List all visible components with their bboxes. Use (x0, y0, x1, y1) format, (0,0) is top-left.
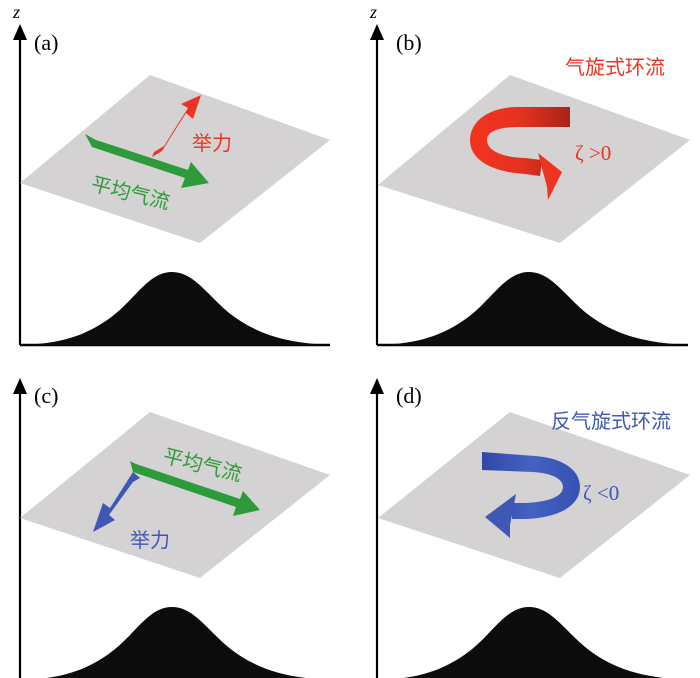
mountain (20, 272, 330, 345)
anticyclonic-title: 反气旋式环流 (551, 409, 671, 433)
mountain (403, 607, 664, 678)
lift-label: 举力 (130, 528, 170, 552)
z-axis-label: z (12, 2, 20, 22)
lift-label: 举力 (192, 131, 232, 155)
flow-plane (20, 75, 330, 243)
z-axis (13, 24, 27, 345)
mean-flow-arrow (85, 134, 209, 188)
panel-d: (d) 反气旋式环流 ζ <0 (370, 378, 690, 678)
panel-label-a: (a) (34, 30, 58, 55)
z-axis (370, 24, 384, 345)
cyclonic-title: 气旋式环流 (565, 55, 665, 79)
zeta-positive-label: ζ >0 (575, 141, 611, 165)
lift-arrow-up (152, 95, 201, 157)
panel-c: (c) 平均气流 举力 (13, 378, 330, 678)
flow-plane (378, 75, 690, 243)
panel-label-c: (c) (34, 383, 58, 408)
flow-plane (378, 412, 690, 578)
mountain (377, 272, 688, 345)
flow-plane (20, 412, 330, 578)
mean-flow-arrow (130, 461, 260, 516)
z-axis-label: z (369, 2, 377, 22)
panel-a: z (a) 举力 平均气流 (12, 2, 330, 347)
panel-label-b: (b) (396, 30, 422, 55)
z-axis (370, 378, 384, 678)
z-axis (13, 378, 27, 678)
anticyclonic-arrow (482, 452, 580, 538)
cyclonic-arrow (470, 107, 570, 200)
mountain (46, 607, 307, 678)
panel-b: z (b) 气旋式环流 ζ >0 (369, 2, 690, 347)
zeta-negative-label: ζ <0 (583, 481, 619, 505)
panel-label-d: (d) (396, 383, 422, 408)
lift-arrow-down (93, 472, 140, 532)
